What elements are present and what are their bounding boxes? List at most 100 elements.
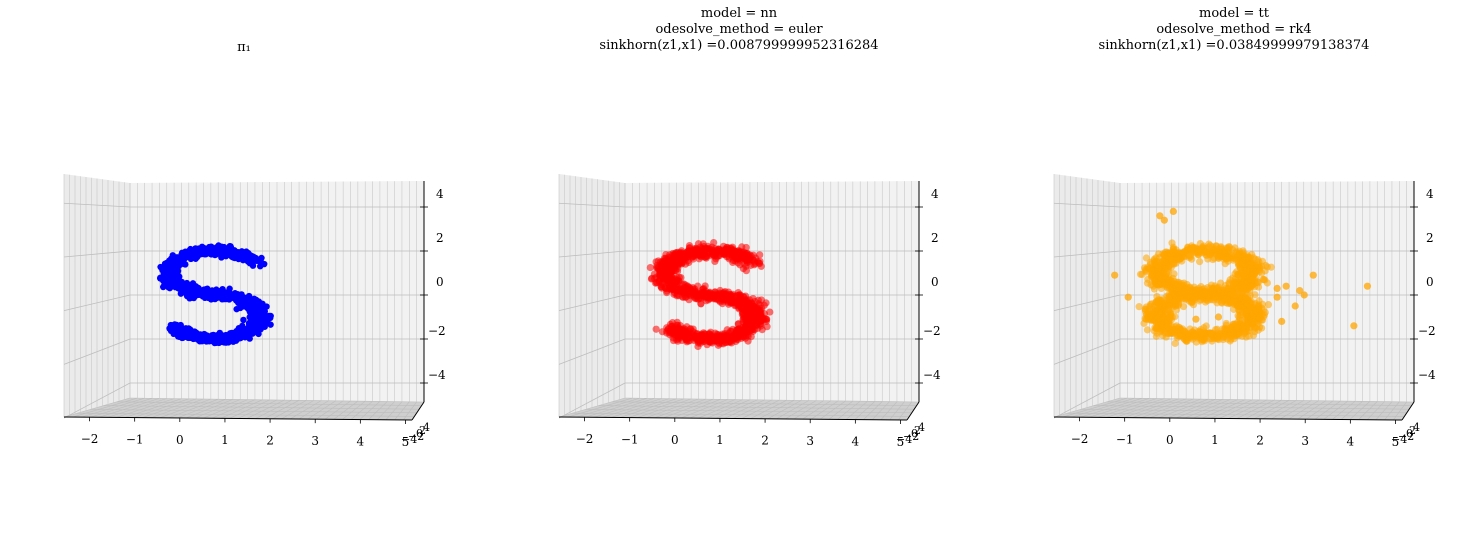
floor-gridline <box>237 399 278 419</box>
floor-gridline <box>333 400 359 420</box>
outlier-point <box>1309 271 1317 279</box>
x-tick-label: 0 <box>1166 433 1174 447</box>
scatter-point <box>193 285 200 292</box>
scatter-point <box>716 286 724 295</box>
scatter-point <box>199 248 207 255</box>
scatter-point <box>174 281 181 288</box>
scatter-point <box>757 296 765 304</box>
z-tick-label: −2 <box>923 324 941 338</box>
x-tick-label: 3 <box>1301 434 1309 448</box>
y-axis-line <box>906 401 920 421</box>
floor-gridline <box>98 398 160 418</box>
scatter-point <box>1149 315 1157 323</box>
scatter-point <box>1178 325 1187 333</box>
floor-gridline <box>1106 398 1165 418</box>
scatter-point <box>739 265 747 273</box>
x-tick-label: 4 <box>357 434 365 448</box>
floor-gridline <box>837 400 861 420</box>
y-tick-label: 0 <box>416 427 423 440</box>
z-gridline <box>558 202 626 208</box>
scatter-point <box>712 336 720 345</box>
outlier-point <box>1300 291 1308 299</box>
scatter-point <box>248 259 256 266</box>
scatter-point <box>1143 326 1152 334</box>
floor-gridline <box>619 398 677 418</box>
scatter-point <box>172 326 179 334</box>
floor-gridline <box>72 397 138 418</box>
floor-gridline <box>1097 398 1157 418</box>
scatter-point <box>202 293 209 300</box>
z-gridline <box>1053 202 1121 208</box>
floor-gridline <box>281 400 314 420</box>
outlier-point <box>1124 293 1132 301</box>
x-axis-line <box>558 416 908 421</box>
floor-gridline <box>654 398 706 419</box>
scatter-point <box>177 261 184 268</box>
z-gridline <box>558 338 626 365</box>
z-tick-label: 0 <box>1426 275 1434 289</box>
scatter-point <box>1142 268 1150 276</box>
scatter-point <box>695 249 703 257</box>
x-tick-label: 2 <box>266 434 274 448</box>
floor-gridline <box>168 398 219 419</box>
floor-gridline <box>871 401 890 420</box>
scatter-point <box>726 332 734 340</box>
outlier-point <box>1282 282 1290 290</box>
scatter-point <box>1188 289 1196 298</box>
scatter-point <box>654 257 662 265</box>
y-tick-label: −2 <box>408 430 424 443</box>
scatter-point <box>1234 312 1242 320</box>
scatter-point <box>674 337 682 345</box>
floor-gridline <box>724 399 765 419</box>
scatter-point <box>1254 279 1262 287</box>
scatter-point <box>1196 239 1204 248</box>
floor-gridline <box>663 398 714 419</box>
scatter-point <box>1136 270 1145 278</box>
floor-gridline <box>1366 401 1385 420</box>
floor-gridline <box>602 398 662 418</box>
x-axis-line <box>63 416 413 421</box>
z-gridline <box>63 202 131 208</box>
scatter-point <box>1152 254 1160 262</box>
chart-title-line: model = tt <box>1199 6 1270 21</box>
scatter-point <box>752 303 760 311</box>
scatter-point <box>1213 332 1222 340</box>
floor-gridline <box>611 401 917 406</box>
scatter-point <box>1222 319 1230 328</box>
floor-gridline <box>689 399 736 419</box>
x-tick-label: 4 <box>1347 434 1355 448</box>
chart-title-line: sinkhorn(z1,x1) =0.03849999979138374 <box>1099 38 1370 53</box>
x-tick-label: −2 <box>1071 432 1089 446</box>
scatter-point <box>1185 251 1194 259</box>
scatter-point <box>723 326 731 334</box>
floor-gridline <box>272 400 307 420</box>
scatter-point <box>752 308 760 317</box>
z-gridline <box>1053 250 1121 258</box>
scatter-point <box>1187 246 1195 254</box>
scatter-point <box>258 311 266 318</box>
floor-gridline <box>1071 397 1135 418</box>
floor-gridline <box>1193 399 1238 419</box>
outlier-point <box>1214 313 1223 321</box>
floor-gridline <box>103 405 420 410</box>
floor-gridline <box>680 399 729 419</box>
floor-gridline <box>385 401 403 420</box>
scatter-point <box>667 267 676 275</box>
floor-gridline <box>1166 399 1216 419</box>
scatter-point <box>1227 297 1235 305</box>
scatter-point <box>1167 249 1175 257</box>
floor-gridline <box>854 401 876 420</box>
z-tick-label: 2 <box>1426 231 1434 245</box>
floor-gridline <box>1253 400 1290 419</box>
scatter-point <box>1212 325 1220 334</box>
scatter-point <box>703 341 711 349</box>
scatter-point <box>201 333 209 340</box>
scatter-point <box>687 334 695 342</box>
scatter-point <box>261 260 268 268</box>
floor-gridline <box>1088 398 1150 418</box>
scatter-point <box>744 322 753 330</box>
floor-gridline <box>211 399 256 419</box>
z-tick-label: −4 <box>1418 368 1436 382</box>
floor-gridline <box>811 400 839 420</box>
floor-gridline <box>1280 400 1312 420</box>
